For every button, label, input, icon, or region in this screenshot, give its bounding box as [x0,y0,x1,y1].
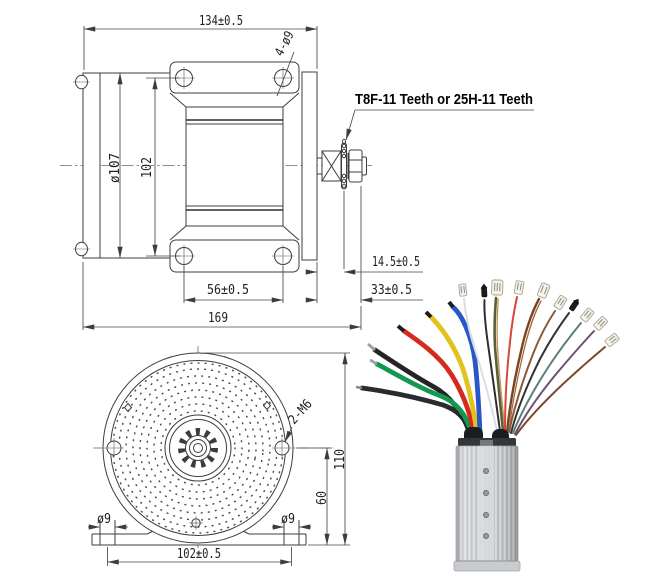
wire-tip-metal [369,358,378,366]
side-view-drawing: T8F-11 Teeth or 25H-11 Teeth 134±0.5 4-ø… [60,14,534,330]
center-boss-inner [169,419,227,477]
wire-black-signal [483,299,501,432]
dim-shaft-length: 33±0.5 [305,186,423,303]
dim-sprocket-offset: 14.5±0.5 [305,191,423,275]
sprocket-front [178,428,218,468]
shaft-nut [348,149,363,183]
dim-foot-spacing-label: 102±0.5 [177,547,221,562]
rear-cap-screws [73,74,90,257]
dim-mount-span-label: 102 [140,157,155,178]
dim-axis-height-label: 60 [315,491,330,505]
controller-photo [355,279,620,572]
dim-mount-span: 102 [140,77,180,257]
sprocket-type-label: T8F-11 Teeth or 25H-11 Teeth [355,91,533,108]
wire-tip-metal [355,385,363,390]
connector-white [580,307,595,323]
controller-body [453,427,521,572]
wire-black-battery [359,385,473,436]
dim-overall-width: 134±0.5 [83,14,318,70]
body-bands [186,119,283,211]
connector-black-tip [480,283,488,298]
wire-tip-cap [447,300,455,309]
wire-green-phase [374,361,474,435]
case-screws [483,468,489,539]
front-end-plate [301,71,318,261]
wire-copper-bundle [508,300,542,433]
top-mount-bracket [169,61,300,94]
connector-white [536,282,551,299]
dim-foot-hole-left-label: ø9 [97,512,111,527]
dim-foot-hole-left: ø9 [88,512,128,530]
dim-overall-width-label: 134±0.5 [199,14,243,29]
wire-black-thin [510,312,570,434]
controller-bottom-cap [453,560,521,572]
rear-end-cap [82,72,101,259]
wire-brown-pair [508,310,556,433]
wire-tip-cap [424,310,433,319]
wire-teal-signal [512,322,582,434]
dim-body-diameter: ø107 [108,73,123,258]
shaft-end-washer [361,156,367,176]
dim-overall-length-label: 169 [208,311,228,326]
wire-red-signal [504,296,518,432]
front-view-drawing: 2-M6 110 60 ø9 ø9 102±0.5 [88,346,350,566]
connector-white-small [458,283,468,297]
wire-white-signal [463,298,498,432]
connector-white [604,332,620,347]
dim-hole-spacing-label: 56±0.5 [207,283,249,298]
connector-white [593,316,608,331]
dim-shaft-length-label: 33±0.5 [371,283,412,298]
shaft-assembly [317,138,367,190]
wire-brown-signal [515,346,606,436]
wire-brown-bundle [505,297,541,434]
dim-overall-length: 169 [82,262,362,330]
dim-sprocket-offset-label: 14.5±0.5 [372,255,420,270]
callout-leader [345,109,356,141]
dim-face-holes-label: 2-M6 [286,397,316,428]
dim-axis-height: 60 [296,447,332,545]
controller-thick-wires [355,300,483,436]
wire-tip-cap [396,324,406,333]
bracket-transitions [169,92,300,241]
top-cap-tag [480,440,493,447]
center-boss-outer [164,414,232,482]
wire-red-battery [401,328,477,436]
body-shading [456,446,518,568]
dim-foot-hole-right-label: ø9 [281,512,295,527]
connector-white-large [491,279,504,296]
controller-thin-wires [458,279,620,436]
dim-foot-hole-right: ø9 [272,512,311,530]
wire-yellow-phase [428,314,480,436]
connector-white [553,294,568,311]
dim-foot-spacing: 102±0.5 [107,547,292,566]
face-screw-left [123,402,133,413]
wire-tip-metal [367,342,376,352]
wire-blue-phase [450,304,483,436]
dim-hole-spacing: 56±0.5 [183,266,284,303]
face-holes [104,400,292,530]
dim-body-diameter-label: ø107 [108,153,123,183]
wire-olive-bundle [493,296,505,433]
wire-purple-signal [514,330,595,435]
dim-bracket-holes-label: 4-ø9 [272,29,297,59]
face-screw-right [262,400,272,411]
vent-hole-pattern [112,362,284,534]
dim-overall-height-label: 110 [333,449,348,470]
wire-tan-bundle [496,298,506,432]
connector-white [513,280,525,295]
connector-black-tip [569,298,579,312]
dim-overall-height: 110 [204,352,350,546]
motor-body [185,106,284,227]
sprocket-teeth [341,143,347,189]
